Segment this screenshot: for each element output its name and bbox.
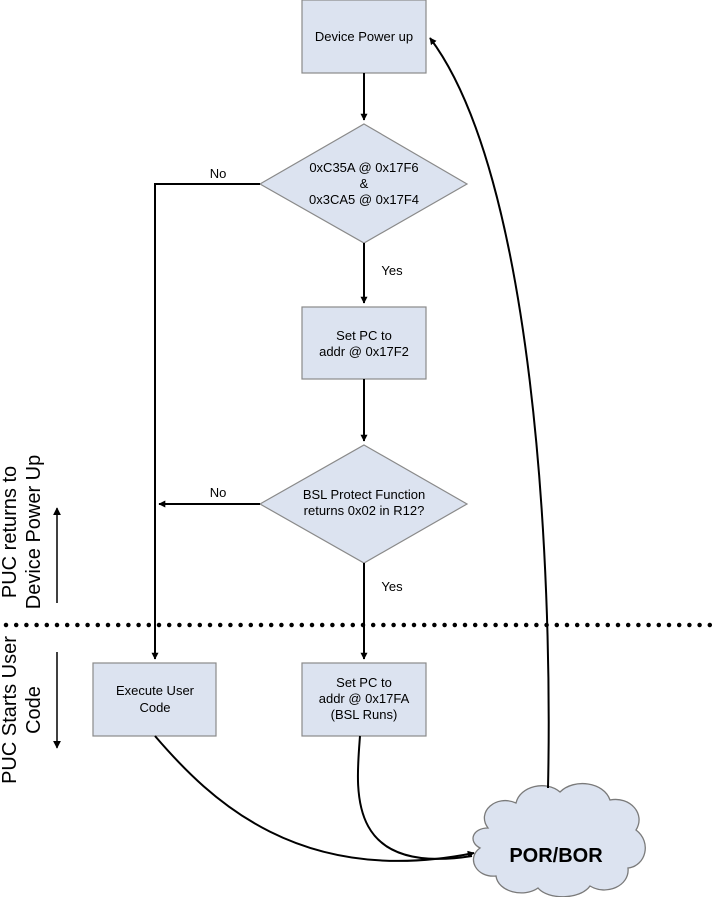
por-bor-label: POR/BOR — [509, 845, 603, 867]
signature-check-diamond: 0xC35A @ 0x17F6 & 0x3CA5 @ 0x17F4 — [258, 123, 469, 244]
bsl-protect-diamond: BSL Protect Function returns 0x02 in R12… — [258, 444, 469, 564]
device-power-up-box: Device Power up — [301, 0, 427, 74]
side-label-upper-line-2: Device Power Up — [23, 455, 45, 610]
set-pc-protect-line-2: addr @ 0x17F2 — [319, 344, 409, 359]
edge-no-2-label: No — [210, 485, 227, 500]
execute-user-code-box: Execute User Code — [92, 662, 217, 737]
set-pc-bsl-line-1: Set PC to — [336, 675, 392, 690]
edge-no-1-label: No — [210, 166, 227, 181]
device-power-up-label: Device Power up — [315, 29, 413, 44]
side-label-lower-line-2: Code — [23, 686, 45, 734]
edge-yes-1-label: Yes — [381, 263, 403, 278]
signature-check-line-3: 0x3CA5 @ 0x17F4 — [309, 192, 419, 207]
bsl-protect-line-2: returns 0x02 in R12? — [304, 503, 425, 518]
execute-user-code-line-2: Code — [139, 700, 170, 715]
bsl-protect-line-1: BSL Protect Function — [303, 487, 425, 502]
set-pc-protect-line-1: Set PC to — [336, 328, 392, 343]
arrow-por-to-power-up — [429, 37, 550, 789]
arrow-user-code-to-por — [154, 735, 475, 862]
arrow-bsl-to-por — [356, 735, 473, 860]
por-bor-cloud: POR/BOR — [472, 782, 646, 897]
set-pc-bsl-box: Set PC to addr @ 0x17FA (BSL Runs) — [301, 662, 427, 737]
signature-check-line-1: 0xC35A @ 0x17F6 — [309, 160, 418, 175]
set-pc-protect-box: Set PC to addr @ 0x17F2 — [301, 306, 427, 380]
side-label-lower-line-1: PUC Starts User — [0, 636, 21, 784]
side-label-upper-line-1: PUC returns to — [0, 466, 21, 598]
execute-user-code-line-1: Execute User — [116, 683, 195, 698]
signature-check-line-2: & — [360, 176, 369, 191]
edge-yes-2-label: Yes — [381, 579, 403, 594]
arrow-signature-no — [151, 183, 260, 660]
set-pc-bsl-line-3: (BSL Runs) — [331, 707, 398, 722]
set-pc-bsl-line-2: addr @ 0x17FA — [319, 691, 410, 706]
